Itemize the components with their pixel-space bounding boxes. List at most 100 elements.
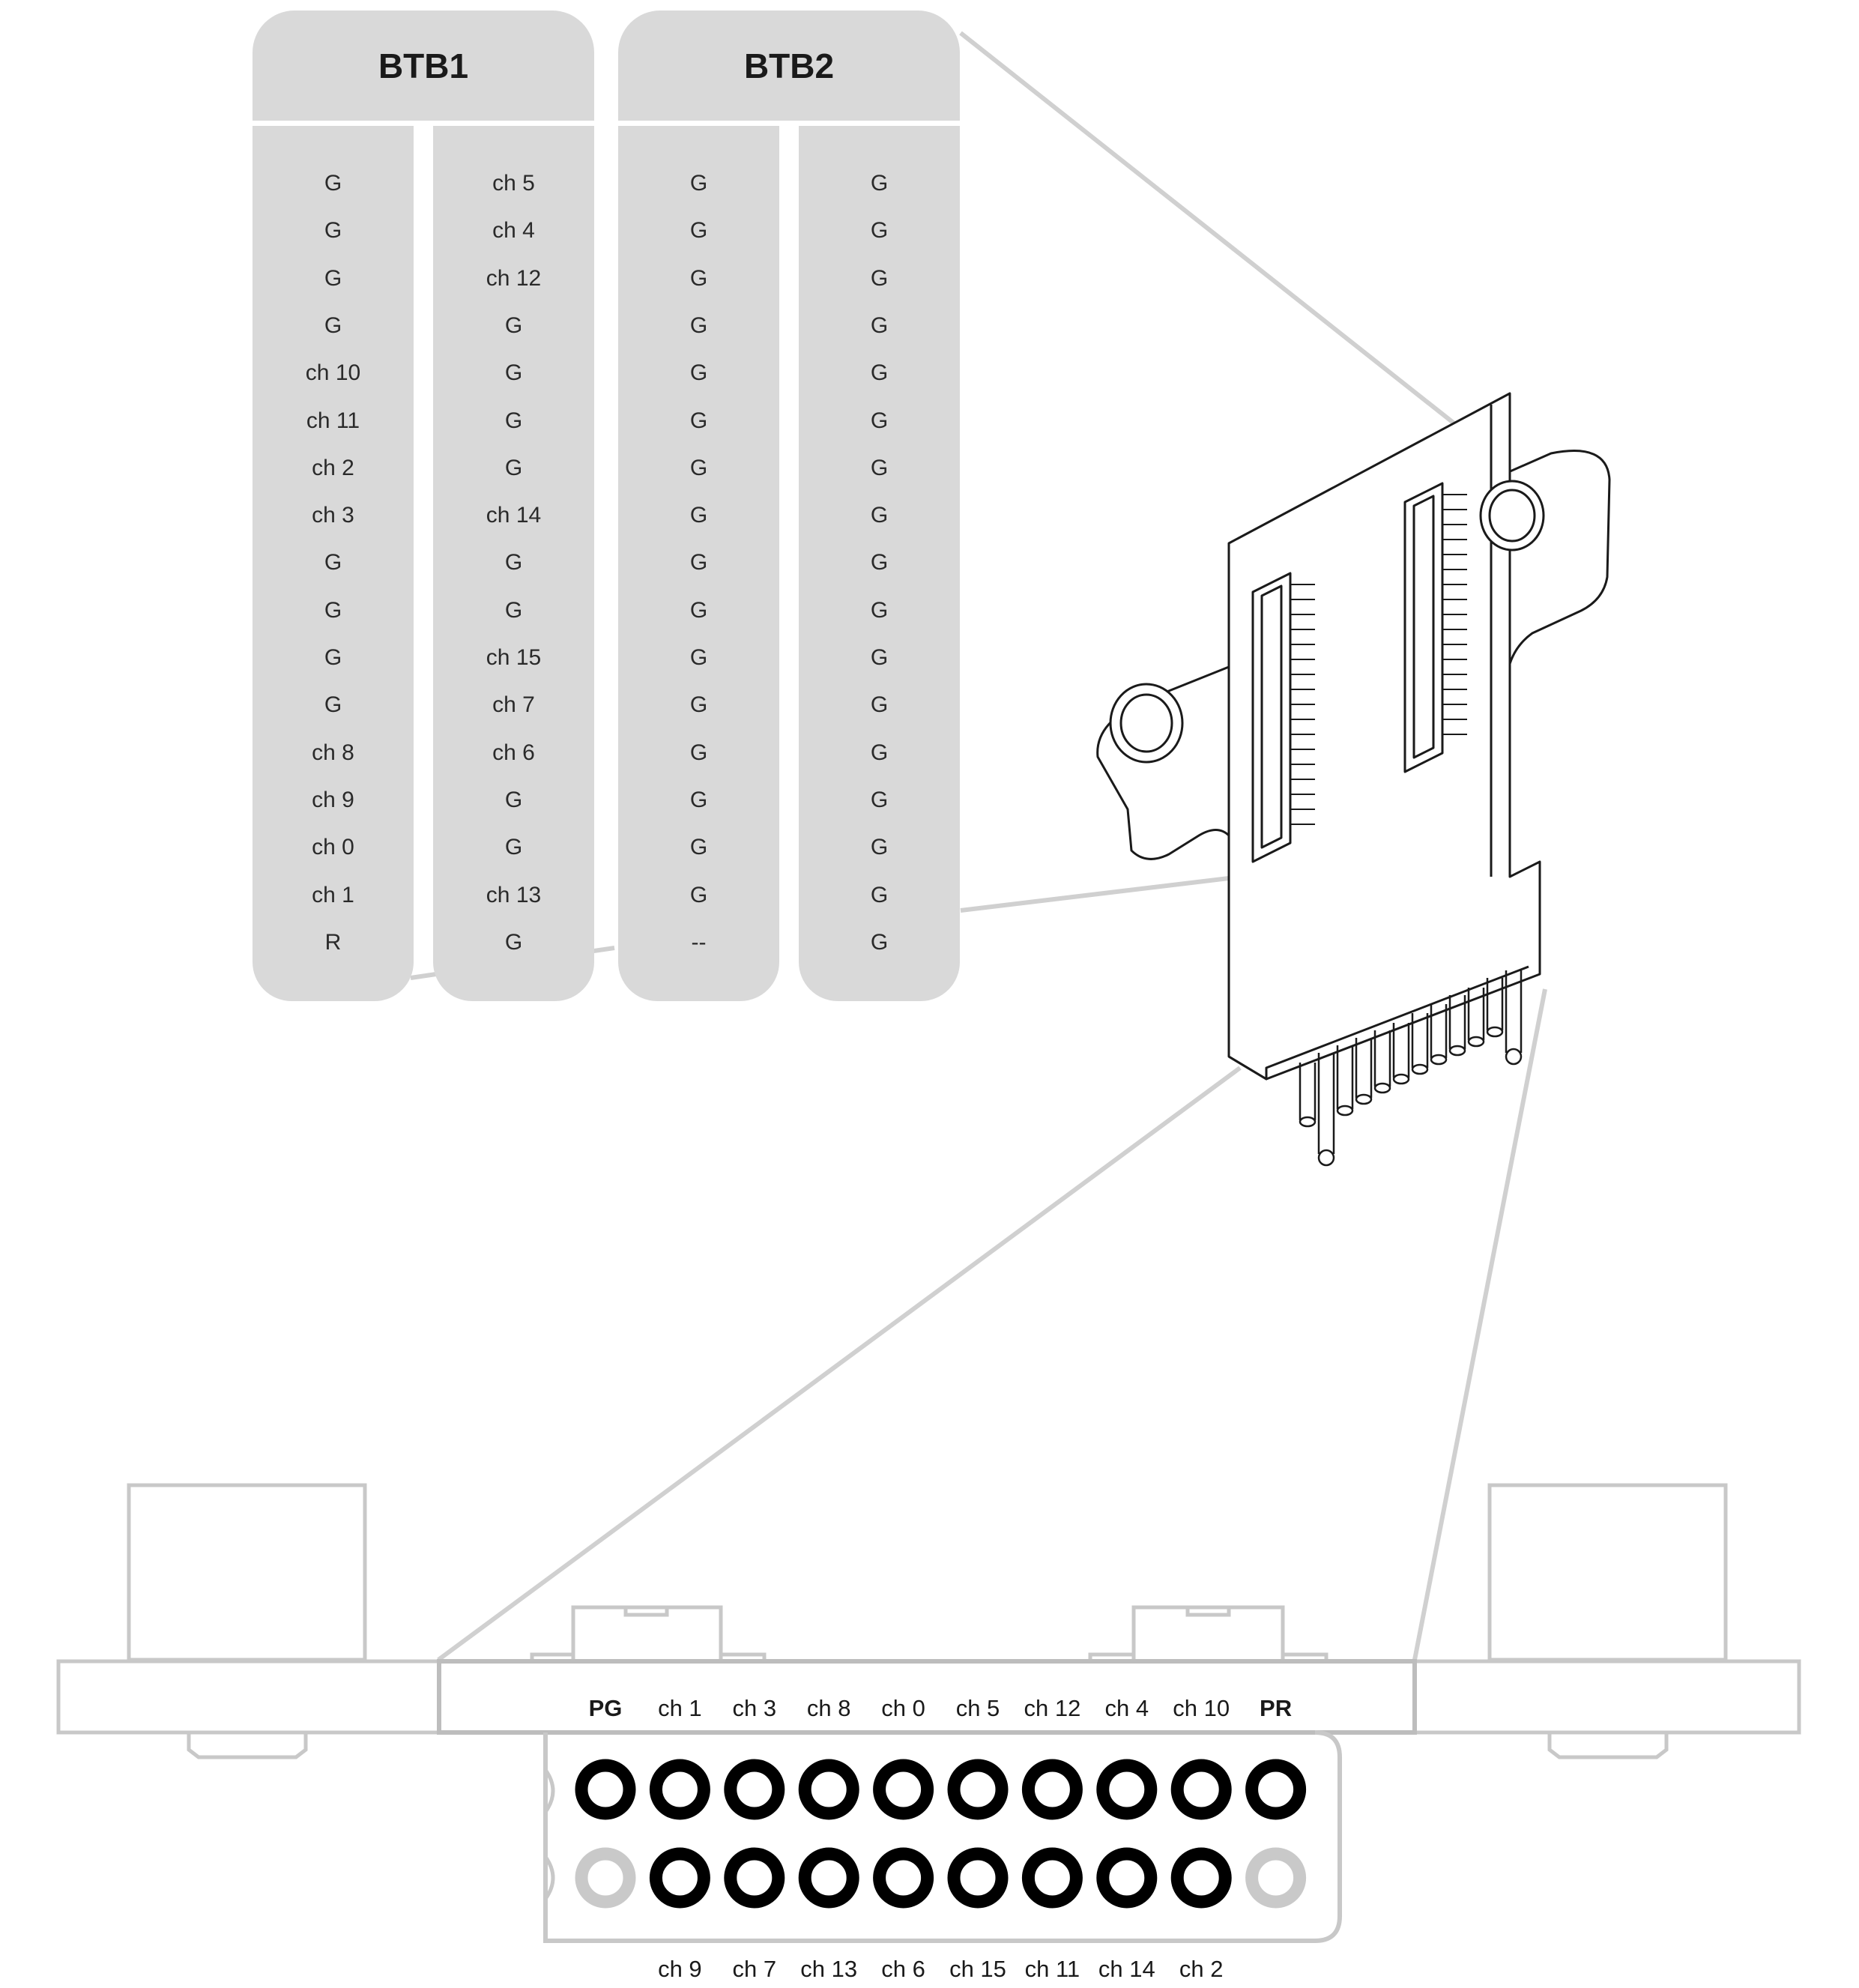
btb2-col-right-pin: G (870, 882, 889, 907)
btb2-title: BTB2 (743, 46, 835, 85)
pin-block-outline (543, 1730, 1342, 1943)
bottom-row-pin-label: ch 13 (800, 1956, 858, 1982)
btb1-col-right-pin: ch 14 (486, 503, 542, 528)
btb2-col-right-pin: G (870, 171, 889, 196)
board-3d (1096, 392, 1611, 1167)
bottom-row-pin-label: ch 11 (1024, 1956, 1080, 1982)
bottom-row-pin-8 (1170, 1847, 1232, 1909)
btb1-col-right-pin: G (504, 408, 523, 433)
btb2-col-left-pin: G (689, 882, 708, 907)
btb1-col-left-pin: G (324, 597, 342, 623)
bottom-row-pin-label: ch 2 (1179, 1956, 1224, 1982)
btb2-col-right-pin: G (870, 787, 889, 812)
bottom-row-pin-label: ch 9 (658, 1956, 702, 1982)
btb2-col-left-pin: G (689, 408, 708, 433)
btb1-connector-3d (1251, 572, 1315, 863)
top-row-pin-7 (1096, 1759, 1158, 1820)
btb1-col-right-pin: ch 6 (492, 740, 535, 765)
bottom-row-pin-5 (947, 1847, 1009, 1909)
btb2-col-right-pin: G (870, 740, 889, 765)
btb1-col-left-pin: ch 11 (306, 408, 360, 433)
btb2-col-left-pin: G (689, 218, 708, 244)
top-row-pin-0 (575, 1759, 636, 1820)
btb2-col-left-pin: G (689, 265, 708, 291)
btb2-col-right-pin: G (870, 835, 889, 860)
btb1-col-right-pin: G (504, 455, 523, 480)
btb2-col-left-pin: G (689, 312, 708, 338)
top-row-pin-3 (798, 1759, 859, 1820)
btb2-col-right-pin: G (870, 645, 889, 670)
btb1-col-left-pin: ch 8 (312, 740, 354, 765)
top-row-pin-4 (873, 1759, 934, 1820)
btb2-col-right-pin: G (870, 408, 889, 433)
pogo-pins-3d (1299, 970, 1523, 1167)
btb1-col-left-pin: R (324, 929, 342, 955)
btb2-col-left-pin: G (689, 740, 708, 765)
top-row-pin-label: ch 1 (658, 1695, 702, 1721)
center-board-edge (437, 1659, 1417, 1735)
btb2-col-left-pin: G (689, 171, 708, 196)
btb1-col-right-pin: G (504, 787, 523, 812)
btb2-col-right-pin: G (870, 265, 889, 291)
top-row-pin-label: ch 0 (881, 1695, 925, 1721)
btb2-col-left-pin: G (689, 787, 708, 812)
top-row-pin-label: ch 3 (732, 1695, 777, 1721)
top-row-pin-label: ch 10 (1173, 1695, 1230, 1721)
btb1-col-right-pin: G (504, 550, 523, 575)
top-row-pin-label: PR (1260, 1695, 1293, 1721)
btb2-col-right-pin: G (870, 218, 889, 244)
top-row-pin-2 (724, 1759, 785, 1820)
top-row-pin-label: ch 5 (955, 1695, 1000, 1721)
btb2-col-left-pin: G (689, 550, 708, 575)
top-row-pin-label: ch 12 (1024, 1695, 1081, 1721)
bottom-row-pin-0 (575, 1847, 636, 1909)
front-view (56, 1483, 1801, 1943)
pin-grid (575, 1759, 1307, 1909)
btb1-col-left-pin: G (324, 218, 342, 244)
btb1-col-left-pin: ch 0 (312, 835, 354, 860)
bottom-row-pin-3 (798, 1847, 859, 1909)
btb2-col-right-pin: G (870, 929, 889, 955)
btb1-col-right-pin: ch 4 (492, 218, 535, 244)
btb1-col-right-pin: G (504, 835, 523, 860)
btb1-col-left-pin: G (324, 312, 342, 338)
right-standoff (1487, 1483, 1728, 1662)
btb2-col-right-pin: G (870, 597, 889, 623)
btb1-col-right-pin: G (504, 360, 523, 386)
btb2-col-left-pin: G (689, 645, 708, 670)
btb1-header: BTB1 (253, 10, 594, 121)
btb1-col-right-pin: ch 7 (492, 692, 535, 718)
btb1-col-right-pin: ch 5 (492, 171, 535, 196)
btb1-col-right-pin: ch 13 (486, 882, 542, 907)
btb1-col-right-pin: G (504, 312, 523, 338)
bottom-row-pin-6 (1021, 1847, 1083, 1909)
bottom-row-pin-label: ch 14 (1098, 1956, 1155, 1982)
btb1-col-right-pin: G (504, 597, 523, 623)
top-row-pin-8 (1170, 1759, 1232, 1820)
btb1-col-left-pin: G (324, 645, 342, 670)
btb2-col-right-pin: G (870, 455, 889, 480)
btb2-col-left-pin: G (689, 692, 708, 718)
btb1-col-right-pin: ch 15 (486, 645, 542, 670)
right-board-edge (1412, 1659, 1801, 1735)
bottom-row-pin-4 (873, 1847, 934, 1909)
btb1-col-left-pin: G (324, 692, 342, 718)
top-row-pin-label: PG (588, 1695, 623, 1721)
btb1-col-left-pin: ch 10 (305, 360, 361, 386)
top-row-pin-6 (1021, 1759, 1083, 1820)
btb1-col-left-pin: ch 9 (312, 787, 354, 812)
btb2-col-right-pin: G (870, 312, 889, 338)
btb2-col-left-pin: -- (691, 929, 707, 955)
btb2-col-left-pin: G (689, 503, 708, 528)
bottom-row-pin-1 (649, 1847, 710, 1909)
btb2-col-left-pin: G (689, 455, 708, 480)
btb2-col-right-pin: G (870, 503, 889, 528)
left-board-edge (56, 1659, 441, 1735)
btb1-col-left-pin: ch 2 (312, 455, 354, 480)
top-row-pin-label: ch 8 (806, 1695, 851, 1721)
